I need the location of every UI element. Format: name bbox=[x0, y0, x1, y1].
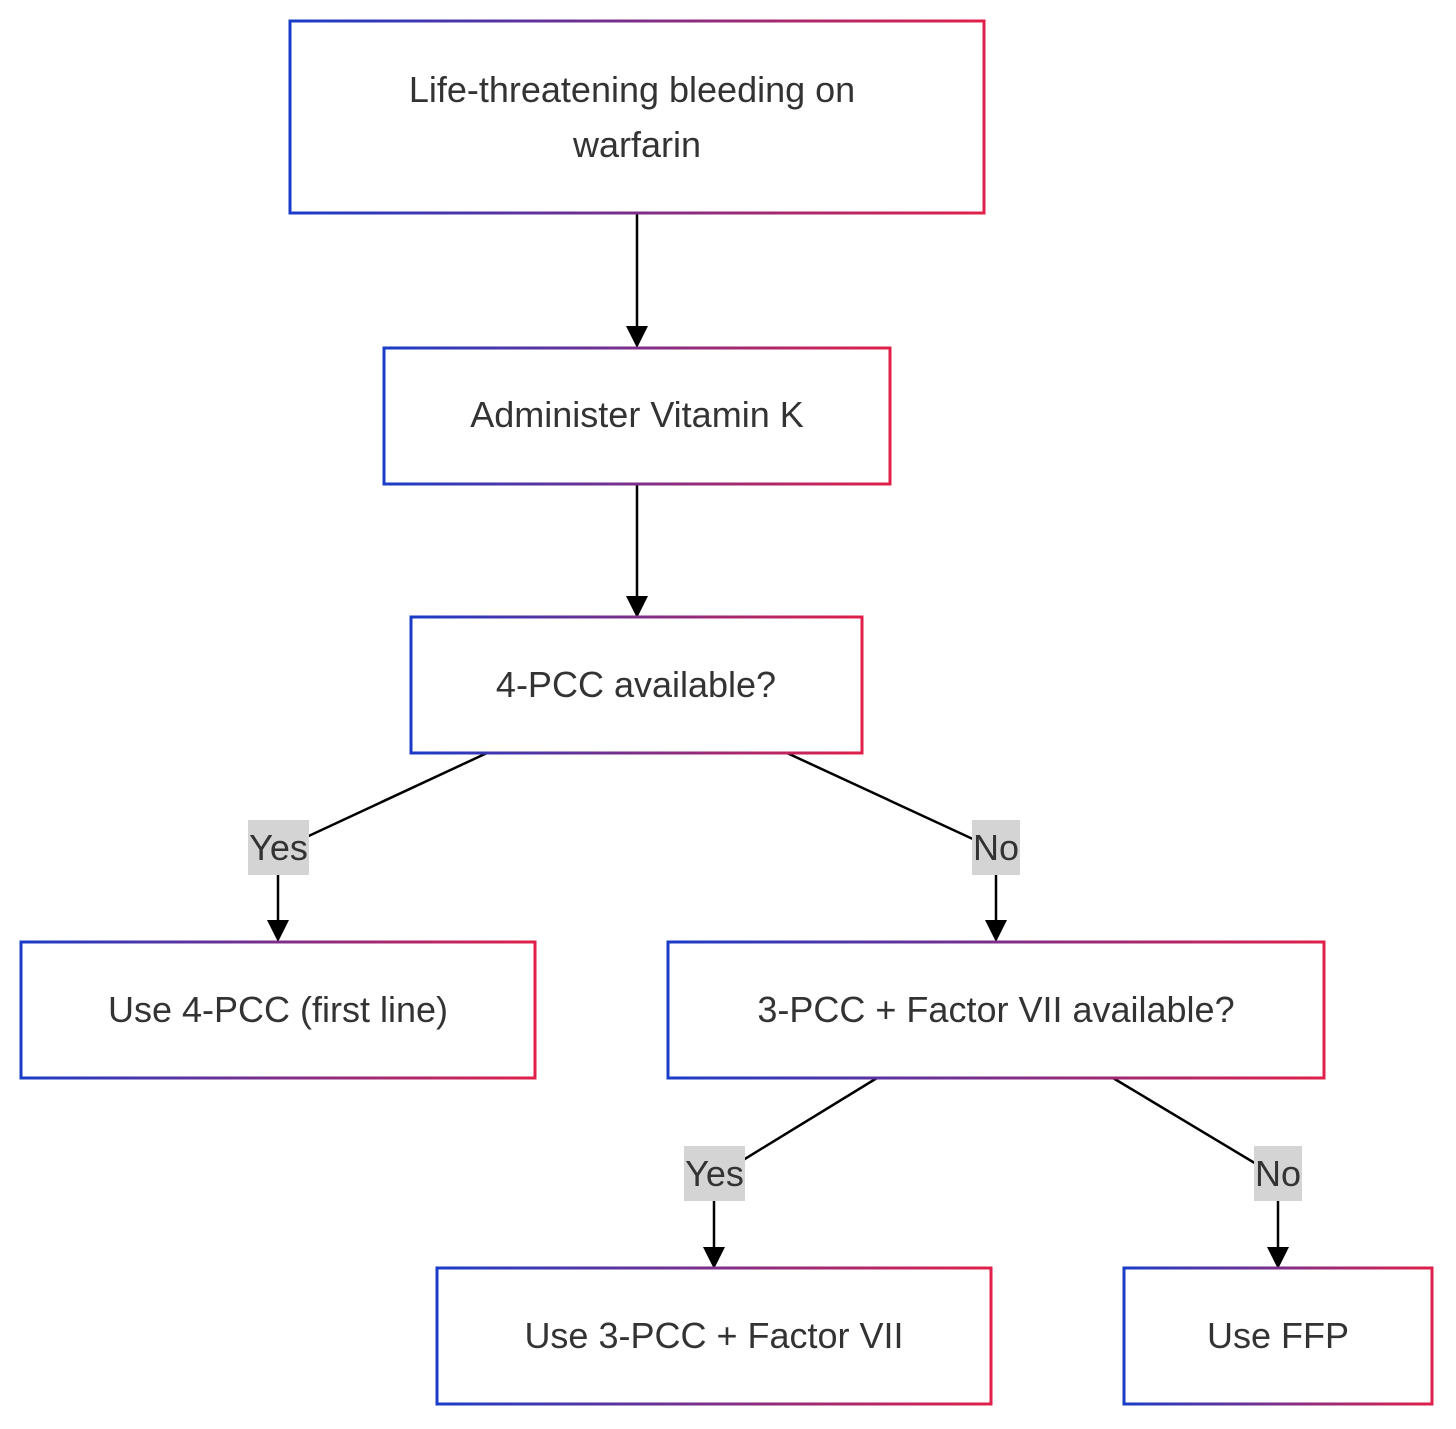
node-pcc4-check-label: 4-PCC available? bbox=[496, 664, 776, 705]
edge-pcc4-no: No bbox=[786, 751, 1020, 942]
node-vitamin-k: Administer Vitamin K bbox=[382, 346, 892, 486]
node-use-pcc3-label: Use 3-PCC + Factor VII bbox=[524, 1315, 903, 1356]
node-pcc3-check: 3-PCC + Factor VII available? bbox=[666, 940, 1326, 1080]
edge-label-background bbox=[248, 820, 309, 875]
edge-vitamin-k-to-pcc4-check bbox=[626, 484, 648, 618]
node-use-ffp: Use FFP bbox=[1122, 1266, 1434, 1406]
edge-pcc3-yes: Yes bbox=[684, 1076, 878, 1269]
node-start: Life-threatening bleeding on warfarin bbox=[288, 19, 986, 215]
edge-label-no: No bbox=[973, 827, 1019, 868]
node-use-ffp-label: Use FFP bbox=[1207, 1315, 1349, 1356]
edge-pcc3-no: No bbox=[1112, 1076, 1302, 1269]
edge-label-yes: Yes bbox=[685, 1153, 744, 1194]
node-use-pcc3: Use 3-PCC + Factor VII bbox=[435, 1266, 993, 1406]
arrow-head-icon bbox=[626, 326, 648, 348]
arrow-head-icon bbox=[985, 920, 1007, 942]
arrow-head-icon bbox=[703, 1247, 725, 1269]
node-use-pcc4-label: Use 4-PCC (first line) bbox=[108, 989, 448, 1030]
arrow-head-icon bbox=[1267, 1247, 1289, 1269]
node-start-label-line2: warfarin bbox=[572, 124, 701, 165]
node-vitamin-k-label: Administer Vitamin K bbox=[470, 394, 803, 435]
edge-label-yes: Yes bbox=[249, 827, 308, 868]
arrow-head-icon bbox=[626, 596, 648, 618]
arrow-head-icon bbox=[267, 920, 289, 942]
node-pcc3-check-label: 3-PCC + Factor VII available? bbox=[757, 989, 1234, 1030]
node-start-label-line1: Life-threatening bleeding on bbox=[409, 69, 855, 110]
edge-label-background bbox=[972, 820, 1020, 875]
node-pcc4-check: 4-PCC available? bbox=[409, 615, 864, 755]
edge-label-no: No bbox=[1255, 1153, 1301, 1194]
edge-start-to-vitamin-k bbox=[626, 214, 648, 348]
edge-label-background bbox=[1254, 1146, 1302, 1201]
node-use-pcc4: Use 4-PCC (first line) bbox=[19, 940, 537, 1080]
edge-pcc4-yes: Yes bbox=[248, 751, 488, 942]
edge-label-background bbox=[684, 1146, 745, 1201]
